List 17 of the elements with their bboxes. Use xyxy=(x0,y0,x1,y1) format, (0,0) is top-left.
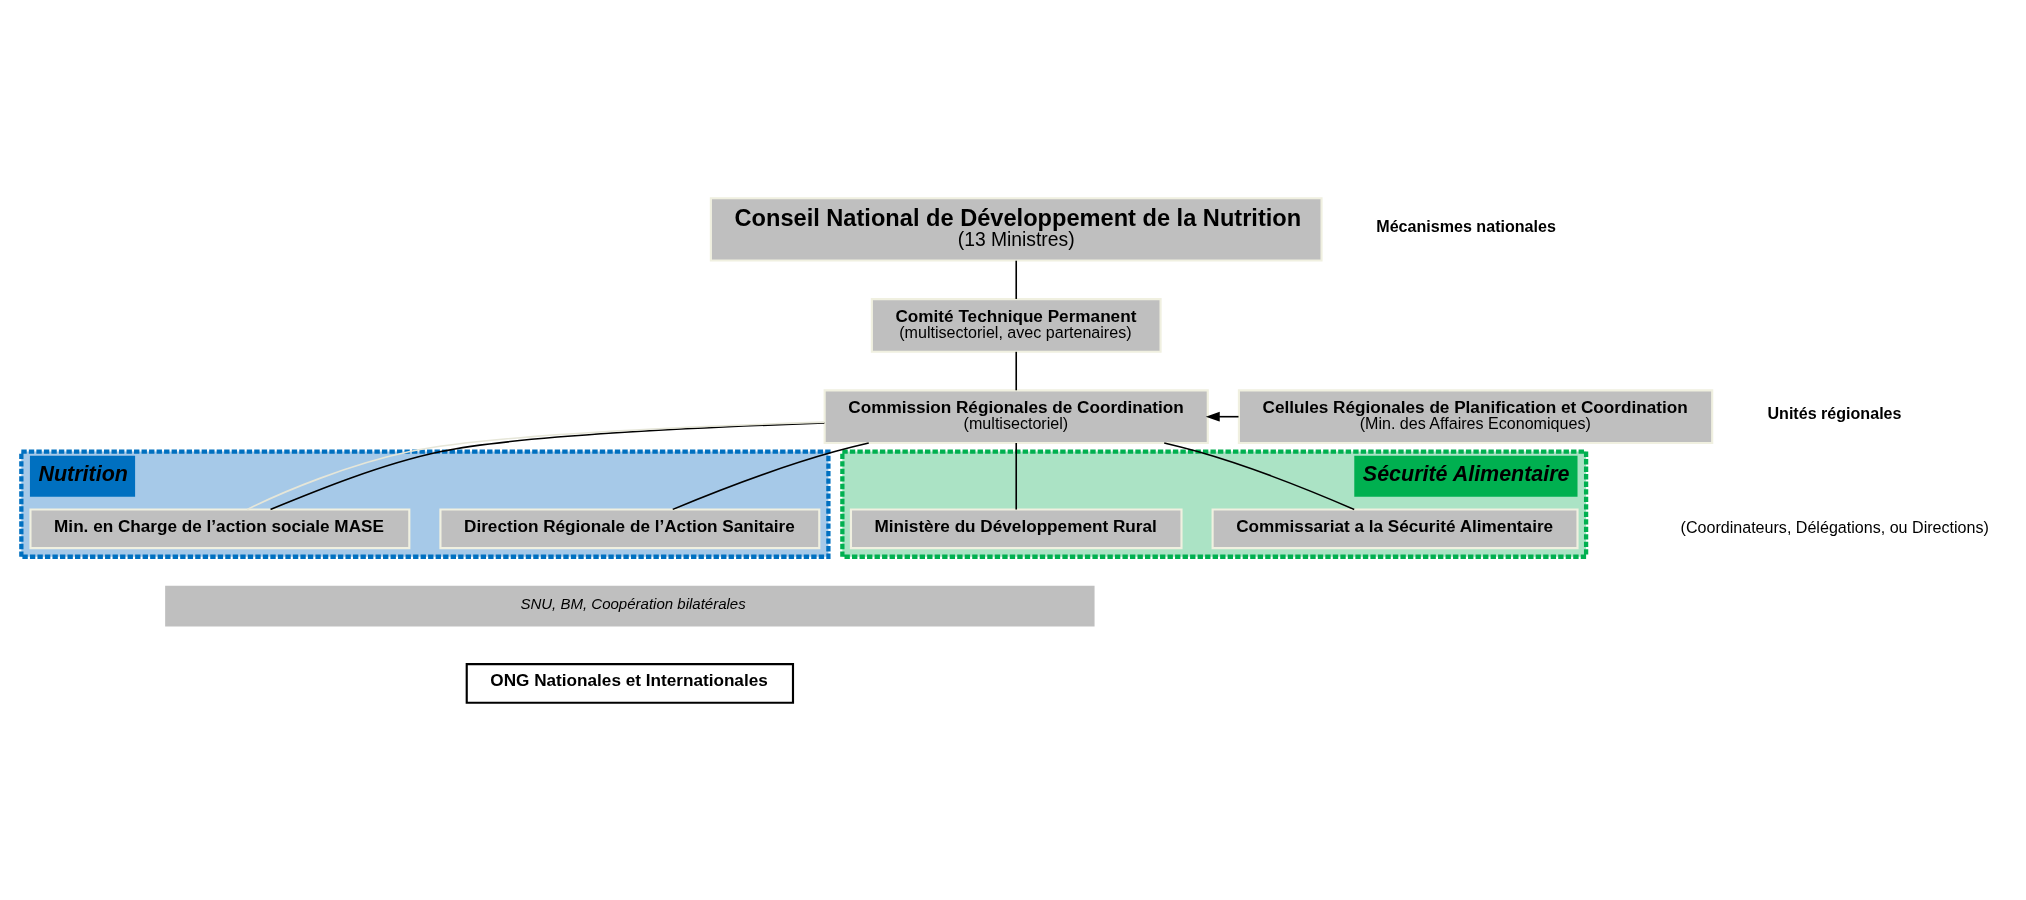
connector xyxy=(1015,441,1018,510)
connector xyxy=(1015,350,1018,391)
node-box: Commission Régionales de Coordination (multisectoriel) xyxy=(823,388,1209,444)
arrow xyxy=(1205,411,1240,422)
node-box: Cellules Régionales de Planification et Coordination (Min. des Affaires Economiques) xyxy=(1237,388,1714,444)
label: Mécanismes nationales xyxy=(1376,216,1556,235)
node-box: Min. en Charge de l’action sociale MASE xyxy=(29,507,411,549)
node-box: Comité Technique Permanent (multisectoriel, avec partenaires) xyxy=(870,297,1162,353)
node-box: Ministère du Développement Rural xyxy=(849,507,1183,549)
node-box: Direction Régionale de l’Action Sanitaire xyxy=(439,507,821,549)
label: (Coordinateurs, Délégations, ou Directions) xyxy=(1680,517,1989,536)
label: Unités régionales xyxy=(1767,403,1902,422)
connector xyxy=(1015,259,1018,300)
node-box: Conseil National de Développement de la Nutrition (13 Ministres) xyxy=(709,196,1323,262)
node-box: ONG Nationales et Internationales xyxy=(465,662,795,704)
node-box: Commissariat a la Sécurité Alimentaire xyxy=(1211,507,1579,549)
node-box: SNU, BM, Coopération bilatérales xyxy=(165,585,1095,626)
